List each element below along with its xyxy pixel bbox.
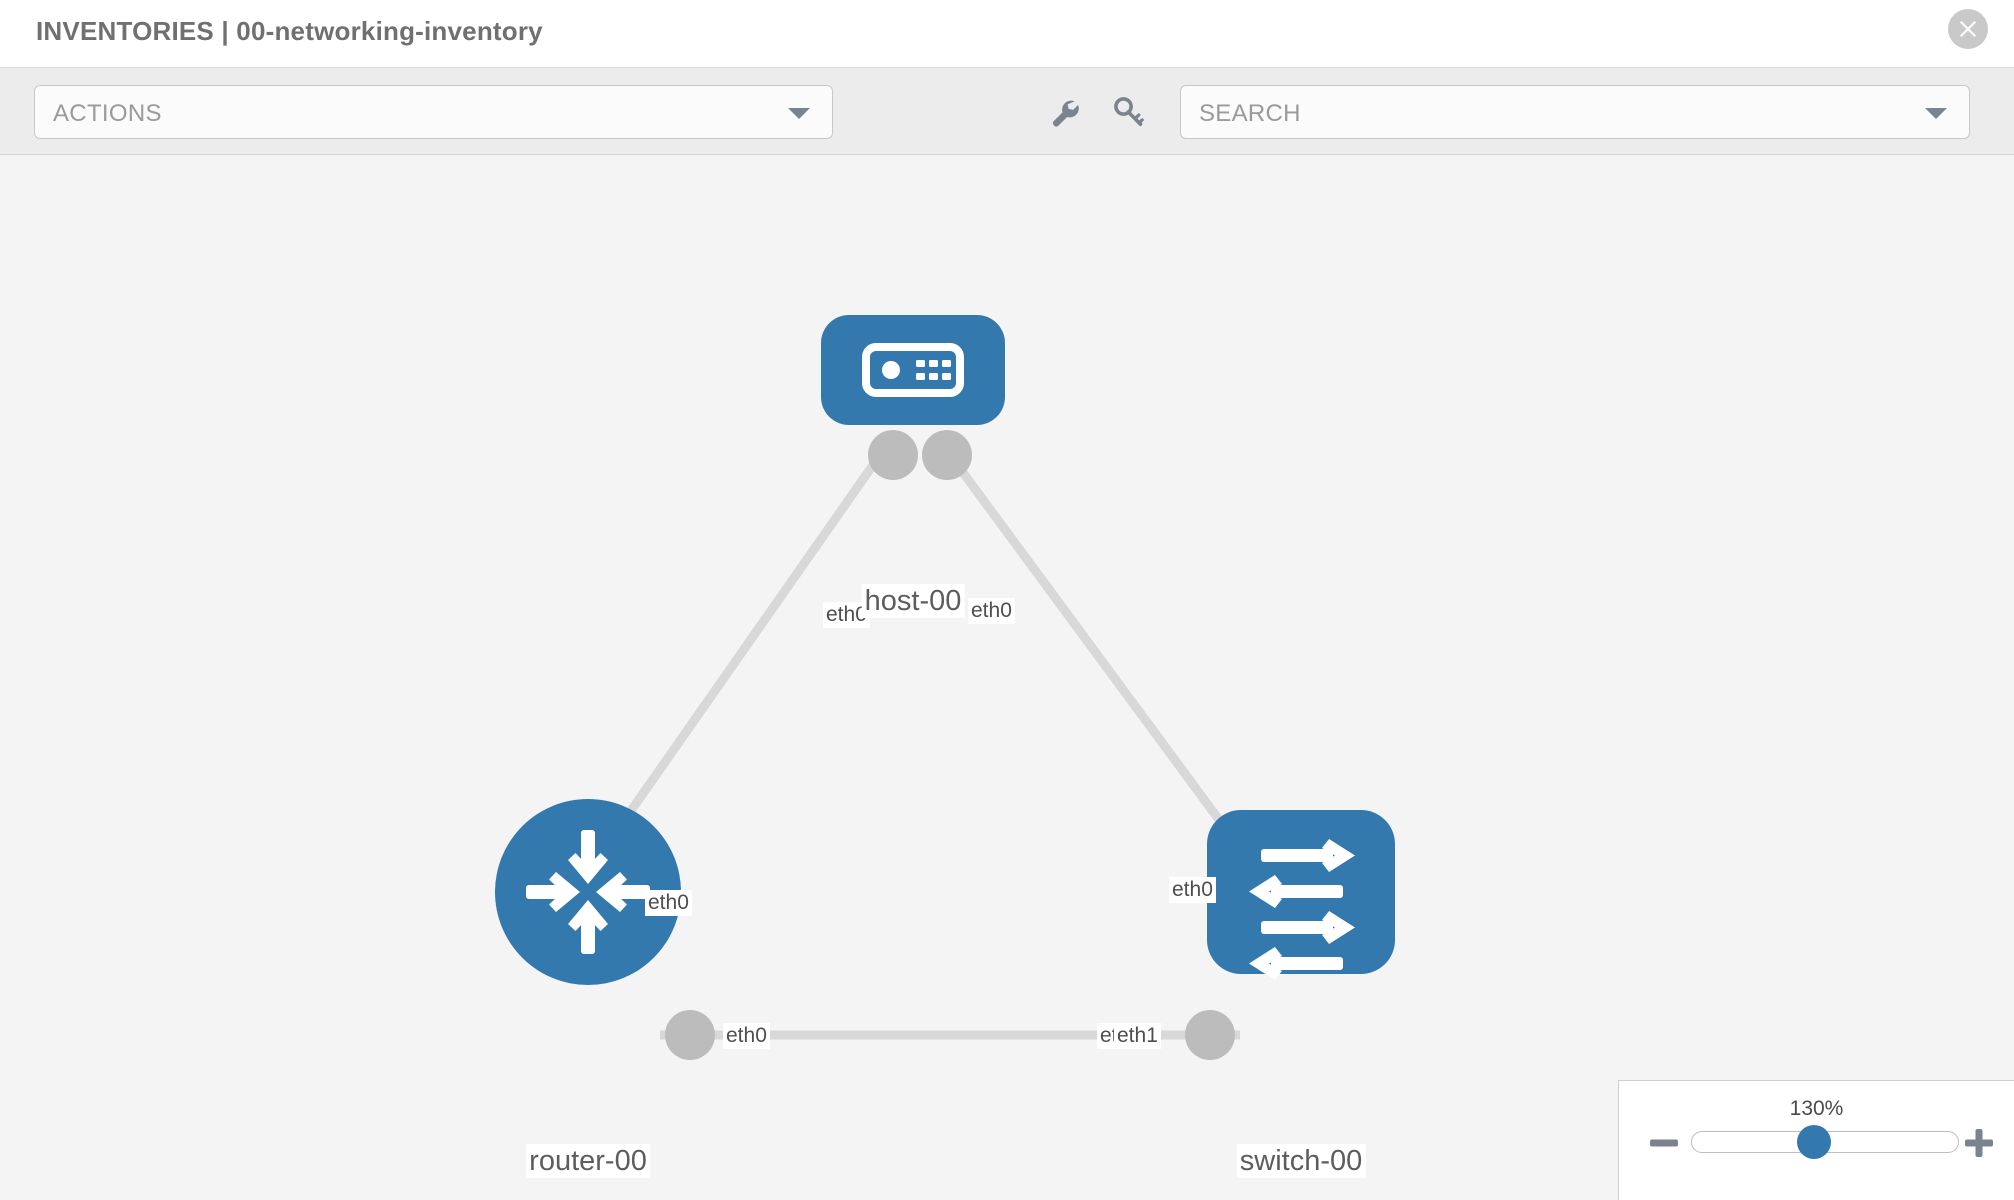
wrench-icon[interactable] (1044, 92, 1084, 132)
router-arrows-icon (526, 830, 650, 954)
server-icon (862, 343, 964, 397)
link-host-router (596, 452, 884, 858)
toolbar: ACTIONS SEARCH (0, 68, 2014, 155)
zoom-percent-label: 130% (1789, 1097, 1844, 1120)
node-label-switch-00: switch-00 (1236, 1144, 1366, 1178)
titlebar: INVENTORIES | 00-networking-inventory (0, 0, 2014, 68)
node-router-00 (495, 799, 681, 985)
switch-arrows-icon (1249, 839, 1355, 980)
key-icon[interactable] (1108, 92, 1148, 132)
chevron-down-icon (1925, 108, 1947, 119)
plus-icon[interactable] (1962, 1126, 1996, 1160)
host-router-source-interface-label: eth0 (823, 602, 870, 628)
switch-host-interface-label: eth0 (1169, 877, 1216, 903)
node-host-00 (821, 315, 1005, 425)
search-input[interactable]: SEARCH (1180, 85, 1970, 139)
zoom-slider-thumb[interactable] (1797, 1125, 1831, 1159)
zoom-control: 130% (1618, 1080, 2014, 1200)
node-label-host-00: host-00 (861, 584, 965, 618)
port-switch-west (1185, 1010, 1235, 1060)
topology-ports (665, 430, 1260, 1060)
switch-router-interface-label: eth1 (1114, 1023, 1161, 1049)
page-title: INVENTORIES | 00-networking-inventory (36, 16, 543, 46)
actions-dropdown-label: ACTIONS (53, 100, 162, 127)
router-host-interface-label: eth0 (645, 890, 692, 916)
port-host-left (868, 430, 918, 480)
node-label-router-00: router-00 (526, 1144, 650, 1178)
port-host-right (922, 430, 972, 480)
minus-icon[interactable] (1647, 1126, 1681, 1160)
router-switch-interface-label: eth0 (723, 1023, 770, 1049)
node-switch-00 (1207, 810, 1395, 980)
actions-dropdown[interactable]: ACTIONS (34, 85, 833, 139)
chevron-down-icon (788, 108, 810, 119)
search-placeholder-label: SEARCH (1199, 100, 1301, 127)
topology-canvas[interactable]: eth0 eth0 eth0 eth0 eth0 eth0 eth1 host-… (0, 155, 2014, 1200)
topology-graph (495, 315, 1395, 1060)
topology-links (596, 452, 1249, 1040)
link-host-switch (946, 452, 1249, 858)
port-router-east (665, 1010, 715, 1060)
close-icon[interactable] (1948, 9, 1988, 49)
host-switch-source-interface-label: eth0 (968, 598, 1015, 624)
